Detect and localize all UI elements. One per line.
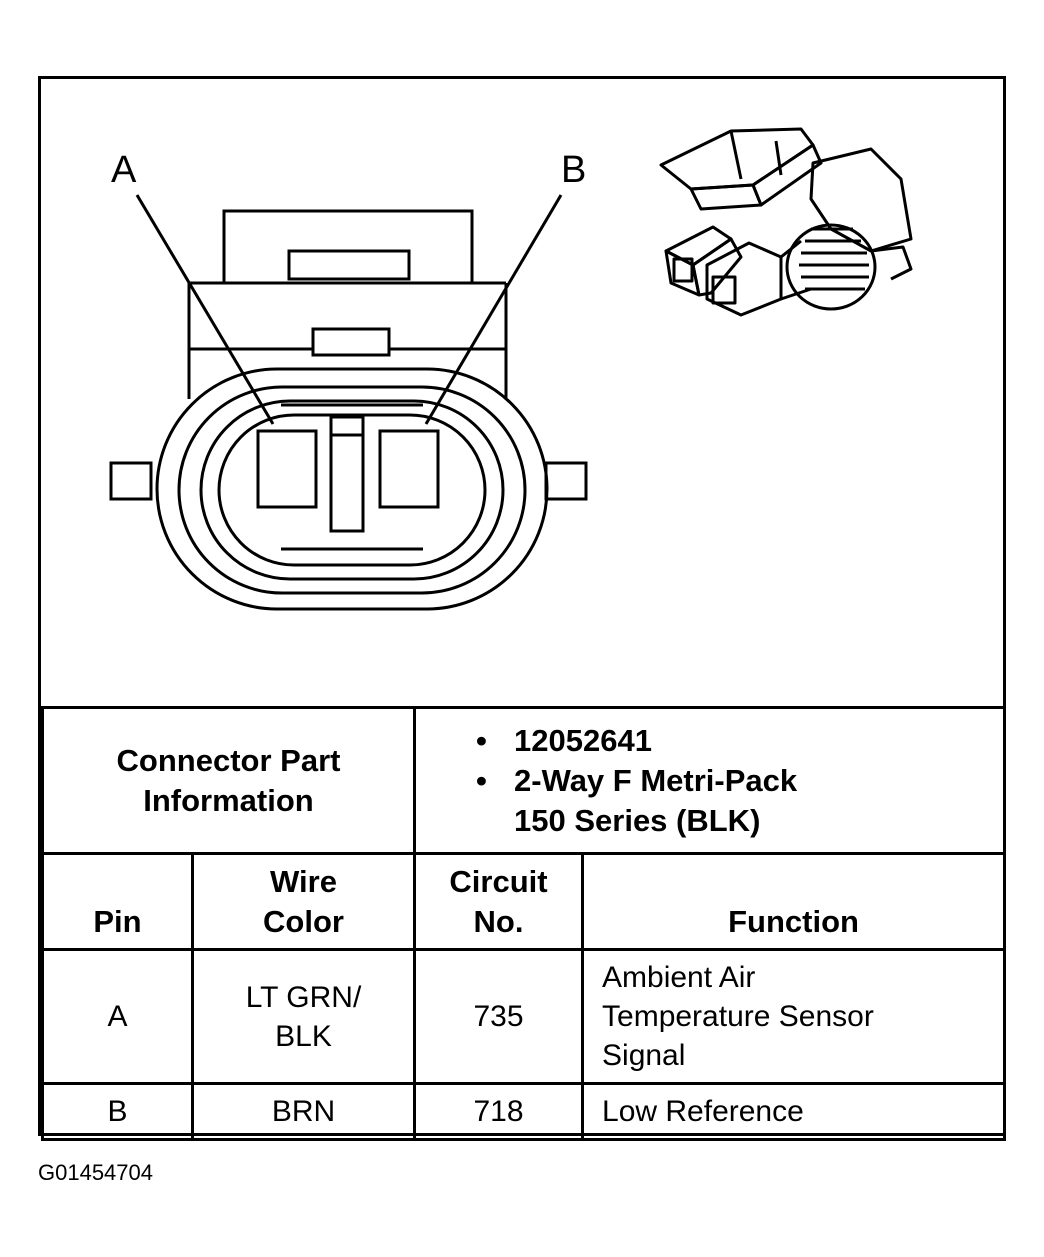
connector-pinout-table: Connector Part Information 12052641 2-Wa… (40, 706, 1007, 1141)
diagram-frame: A B Connector Part Information 12052641 … (38, 76, 1007, 1141)
connector-3d-illustration (659, 127, 913, 317)
header-wire-color: Wire Color (190, 852, 417, 951)
row-a-pin: A (41, 948, 194, 1085)
connector-diagram-area: A B (41, 79, 1003, 706)
row-a-wire-color-line1: LT GRN/ (245, 980, 362, 1014)
pin-a-callout: A (111, 149, 137, 191)
connector-face-drawing (109, 127, 913, 611)
table-header-row: Pin Wire Color Circuit No. Function (41, 852, 1007, 951)
row-a-wire-color: LT GRN/ BLK (190, 948, 417, 1085)
connector-description-line1: 2-Way F Metri-Pack (476, 761, 1003, 801)
header-pin: Pin (41, 852, 194, 951)
row-a-function-line2: Temperature Sensor (602, 1000, 874, 1033)
header-pin-text: Pin (93, 904, 142, 939)
connector-info-label-line1: Connector Part (116, 742, 341, 778)
row-a-wire-color-line2: BLK (275, 1019, 332, 1053)
connector-description-line2: 150 Series (BLK) (514, 802, 761, 838)
pin-b-callout: B (561, 149, 587, 191)
row-a-function-line3: Signal (602, 1039, 686, 1072)
row-a-function-line1: Ambient Air (602, 961, 756, 994)
connector-info-label: Connector Part Information (40, 706, 417, 855)
table-row: B BRN 718 Low Reference (41, 1082, 1007, 1141)
connector-info-row: Connector Part Information 12052641 2-Wa… (40, 706, 1007, 855)
header-circuit-line1: Circuit (449, 864, 548, 899)
row-a-function: Ambient Air Temperature Sensor Signal (581, 948, 1007, 1085)
header-circuit-no: Circuit No. (413, 852, 585, 951)
row-b-circuit: 718 (413, 1082, 585, 1141)
row-b-wire-color: BRN (190, 1082, 417, 1141)
row-b-pin: B (41, 1082, 194, 1141)
header-wire-color-line1: Wire (270, 864, 337, 899)
connector-info-values: 12052641 2-Way F Metri-Pack 150 Series (… (413, 706, 1007, 855)
row-b-function: Low Reference (581, 1082, 1007, 1141)
table-row: A LT GRN/ BLK 735 Ambient Air Temperatur… (41, 948, 1007, 1085)
row-a-circuit: 735 (413, 948, 585, 1085)
header-function: Function (581, 852, 1007, 951)
header-circuit-line2: No. (473, 904, 524, 939)
connector-info-label-line2: Information (143, 782, 314, 818)
header-function-text: Function (728, 904, 859, 939)
part-number: 12052641 (476, 721, 1003, 761)
figure-id: G01454704 (38, 1160, 153, 1185)
header-wire-color-line2: Color (263, 904, 344, 939)
